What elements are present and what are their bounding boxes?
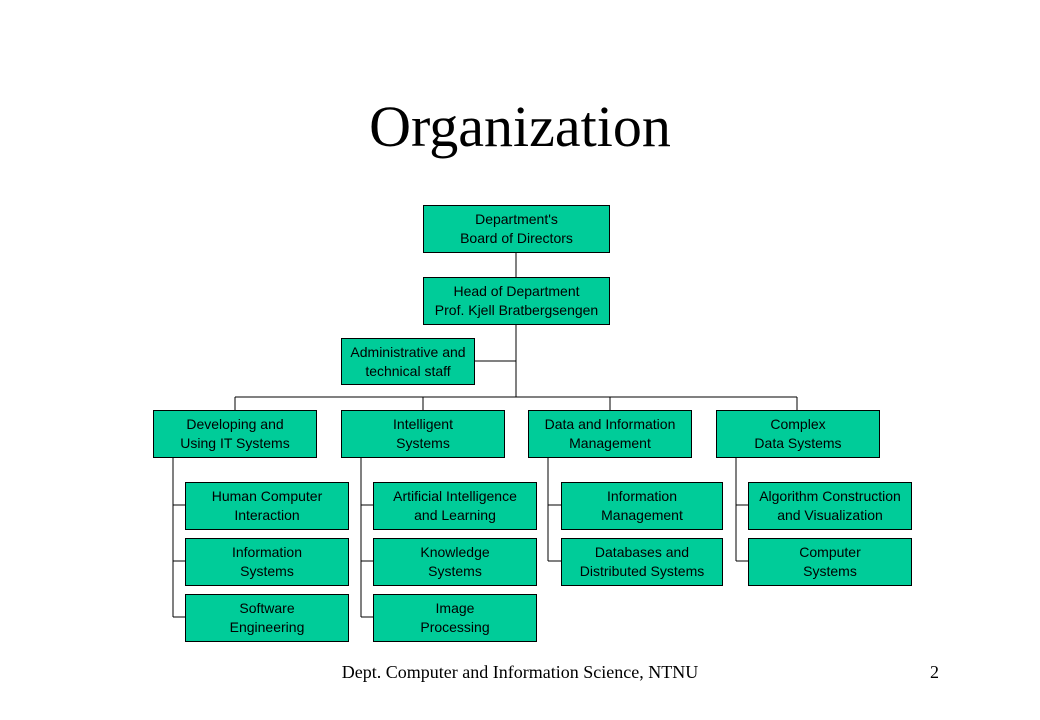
box-line-1: Developing and [186,416,284,432]
box-line-1: Image [435,600,475,616]
group-box: Databases and Distributed Systems [561,538,723,586]
box-line-2: Board of Directors [460,230,573,246]
box-line-2: Distributed Systems [579,563,705,579]
division-box-complex-data: Complex Data Systems [716,410,880,458]
box-line-1: Administrative and [350,343,466,360]
box-line-1: Information [606,488,678,504]
box-line-1: Information [231,544,303,560]
box-line-1: Software [239,600,295,616]
group-box: Artificial Intelligence and Learning [373,482,537,530]
head-of-department-box: Head of Department Prof. Kjell Bratbergs… [423,277,610,325]
page-number: 2 [930,662,939,682]
box-line-2: Data Systems [754,435,842,451]
group-box: Computer Systems [748,538,912,586]
group-box: Algorithm Construction and Visualization [748,482,912,530]
group-box: Information Management [561,482,723,530]
division-box-developing-it: Developing and Using IT Systems [153,410,317,458]
box-line-1: Department's [475,211,558,227]
box-line-1: Algorithm Construction [759,488,901,504]
box-line-2: Interaction [234,507,300,523]
box-line-1: Head of Department [453,283,580,299]
box-line-2: and Learning [414,507,496,523]
slide-footer: Dept. Computer and Information Science, … [341,662,699,682]
box-line-1: Knowledge [420,544,490,560]
box-line-2: Processing [420,619,490,635]
box-line-1: Artificial Intelligence [393,488,517,504]
division-box-data-information: Data and Information Management [528,410,692,458]
board-of-directors-box: Department's Board of Directors [423,205,610,253]
box-line-2: Systems [240,563,294,579]
box-line-1: Computer [799,544,861,560]
box-line-2: Management [569,435,651,451]
box-line-2: Using IT Systems [180,435,290,451]
box-line-2: Engineering [229,619,305,635]
group-box: Information Systems [185,538,349,586]
box-line-1: Complex [770,416,826,432]
administrative-staff-box: Administrative and technical staff [341,338,475,385]
box-line-1: Intelligent [393,416,453,432]
box-line-2: and Visualization [777,507,883,523]
box-line-2: Systems [428,563,482,579]
box-line-1: Human Computer [211,488,323,504]
box-line-2: Prof. Kjell Bratbergsengen [434,302,599,318]
group-box: Software Engineering [185,594,349,642]
group-box: Knowledge Systems [373,538,537,586]
box-line-1: Data and Information [544,416,676,432]
division-box-intelligent-systems: Intelligent Systems [341,410,505,458]
group-box: Image Processing [373,594,537,642]
group-box: Human Computer Interaction [185,482,349,530]
box-line-2: Management [601,507,683,523]
box-line-1: Databases and [594,544,690,560]
box-line-2: Systems [803,563,857,579]
slide-title: Organization [369,94,671,159]
box-line-2: Systems [396,435,450,451]
box-line-2: technical staff [365,362,451,379]
